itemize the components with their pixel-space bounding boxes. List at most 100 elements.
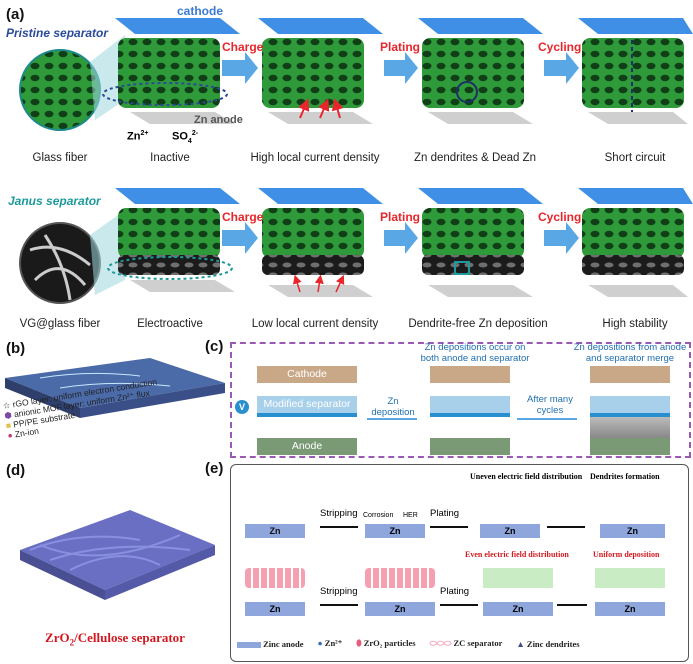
arrow-1 xyxy=(367,418,417,420)
e-arrow-2 xyxy=(430,526,468,528)
cellulose-separator-illustration xyxy=(20,510,215,600)
pristine-separator-label: Pristine separator xyxy=(6,26,109,40)
caption-dendrites: Zn dendrites & Dead Zn xyxy=(413,152,537,164)
zinc-anode-icon xyxy=(237,641,261,648)
charge-label-row1: Charge xyxy=(222,40,264,54)
vg-glass-fiber-zoom xyxy=(19,210,125,304)
panel-e-label: (e) xyxy=(205,460,224,477)
row2-cells xyxy=(107,188,693,297)
anode-layer-2 xyxy=(430,438,510,455)
panel-c-frame xyxy=(230,342,691,458)
plating-label-row1: Plating xyxy=(380,40,421,54)
caption-high-stability: High stability xyxy=(602,318,668,330)
panel-a: (a) cathode Pristine separator Janus sep… xyxy=(6,4,693,330)
voltage-icon: V xyxy=(235,400,249,414)
e-corrosion-label: Corrosion xyxy=(363,512,394,519)
panel-d-label: (d) xyxy=(6,462,26,479)
note-1: Zn depositions occur on both anode and s… xyxy=(420,342,530,364)
e-dendrites-label: Dendrites formation xyxy=(590,472,660,481)
e-zc-separator-1 xyxy=(245,568,305,588)
zc-separator-icon: ⬭⬭⬭ xyxy=(429,638,452,648)
separator-stripe-3 xyxy=(590,413,670,417)
caption-vg-glass-fiber: VG@glass fiber xyxy=(19,318,101,330)
legend-zinc-anode: Zinc anode xyxy=(237,639,304,649)
e-row1-zn-4: Zn xyxy=(600,524,665,538)
e-arrow-6 xyxy=(557,604,587,606)
caption-inactive: Inactive xyxy=(150,152,190,164)
panel-c-label: (c) xyxy=(205,338,224,355)
e-row2-zn-2: Zn xyxy=(365,602,435,616)
zn-ion-icon: ● xyxy=(317,638,323,648)
circle-icon: ● xyxy=(6,429,14,441)
legend-zn-ion: ● Zn²⁺ xyxy=(317,638,343,648)
separator-layer-3 xyxy=(590,396,670,413)
cathode-label: cathode xyxy=(177,4,224,18)
panel-c: (c) Cathode Modified separator Anode V Z… xyxy=(205,338,693,458)
step-after-cycles: After many cycles xyxy=(527,394,573,416)
legend-dendrites: ▲ Zinc dendrites xyxy=(516,638,580,649)
panel-e-frame xyxy=(230,464,689,662)
e-row1-zn-1: Zn xyxy=(245,524,305,538)
row1-cells xyxy=(102,18,693,124)
e-even-label: Even electric field distribution xyxy=(465,550,569,559)
e-uneven-label: Uneven electric field distribution xyxy=(470,472,583,481)
zinc-dendrite-icon: ▲ xyxy=(516,638,525,649)
anode-layer: Anode xyxy=(257,438,357,455)
e-her-label: HER xyxy=(403,512,418,519)
arrow-2 xyxy=(517,418,577,420)
merged-deposit xyxy=(590,417,670,438)
caption-low-current: Low local current density xyxy=(251,318,379,330)
panel-d-caption: ZrO2/Cellulose separator xyxy=(45,630,185,648)
caption-glass-fiber: Glass fiber xyxy=(32,152,88,164)
e-uniform-label: Uniform deposition xyxy=(593,550,660,559)
e-row1-zn-2: Zn xyxy=(365,524,425,538)
e-zc-separator-2 xyxy=(365,568,435,588)
cycling-label-row2: Cycling xyxy=(538,210,582,224)
plating-label-row2: Plating xyxy=(380,210,421,224)
separator-stripe xyxy=(257,413,357,417)
zn-ion-label: Zn2+ xyxy=(127,130,149,143)
charge-label-row2: Charge xyxy=(222,210,264,224)
e-row1-zn-3: Zn xyxy=(480,524,540,538)
so4-ion-label: SO42- xyxy=(172,130,199,145)
e-row2-zn-4: Zn xyxy=(595,602,665,616)
note-2: Zn depositions from anode and separator … xyxy=(573,342,687,364)
panel-d: (d) ZrO2/Cellulose separator xyxy=(0,460,225,664)
panel-b: (b) ☆ rGO layer: uniform electron conduc… xyxy=(0,338,225,453)
separator-slab-illustration xyxy=(5,358,225,418)
e-zc-separator-3 xyxy=(483,568,553,588)
glass-fiber-zoom xyxy=(19,35,125,131)
step-zn-deposition: Zn deposition xyxy=(371,396,415,418)
panel-e: (e) Zn Stripping Zn Corrosion HER Platin… xyxy=(205,460,693,664)
caption-short-circuit: Short circuit xyxy=(604,152,666,164)
e-arrow-3 xyxy=(547,526,585,528)
e-plating-1: Plating xyxy=(430,508,460,519)
caption-dendrite-free: Dendrite-free Zn deposition xyxy=(408,318,548,330)
e-row2-zn-3: Zn xyxy=(483,602,553,616)
janus-separator-label: Janus separator xyxy=(8,194,101,208)
cathode-layer-2 xyxy=(430,366,510,383)
e-arrow-5 xyxy=(440,604,478,606)
legend-zro2: ⬮ ZrO₂ particles xyxy=(356,638,416,648)
zn-anode-label: Zn anode xyxy=(194,114,243,126)
zro2-particle-icon: ⬮ xyxy=(356,638,362,648)
e-stripping-1: Stripping xyxy=(320,508,358,519)
panel-b-label: (b) xyxy=(6,340,26,357)
caption-high-current: High local current density xyxy=(250,152,380,164)
e-stripping-2: Stripping xyxy=(320,586,358,597)
e-zc-separator-4 xyxy=(595,568,665,588)
cathode-layer-3 xyxy=(590,366,670,383)
e-arrow-1 xyxy=(320,526,358,528)
panel-a-label: (a) xyxy=(6,6,25,23)
anode-layer-3 xyxy=(590,438,670,455)
separator-layer-2 xyxy=(430,396,510,413)
process-arrows xyxy=(222,52,579,254)
separator-stripe-2 xyxy=(430,413,510,417)
legend-zc: ⬭⬭⬭ ZC separator xyxy=(429,638,503,648)
modified-separator-layer: Modified separator xyxy=(257,396,357,413)
e-arrow-4 xyxy=(320,604,358,606)
cathode-layer: Cathode xyxy=(257,366,357,383)
caption-electroactive: Electroactive xyxy=(137,318,203,330)
e-legend: Zinc anode ● Zn²⁺ ⬮ ZrO₂ particles ⬭⬭⬭ Z… xyxy=(237,638,687,649)
panel-a-illustration xyxy=(19,18,693,304)
